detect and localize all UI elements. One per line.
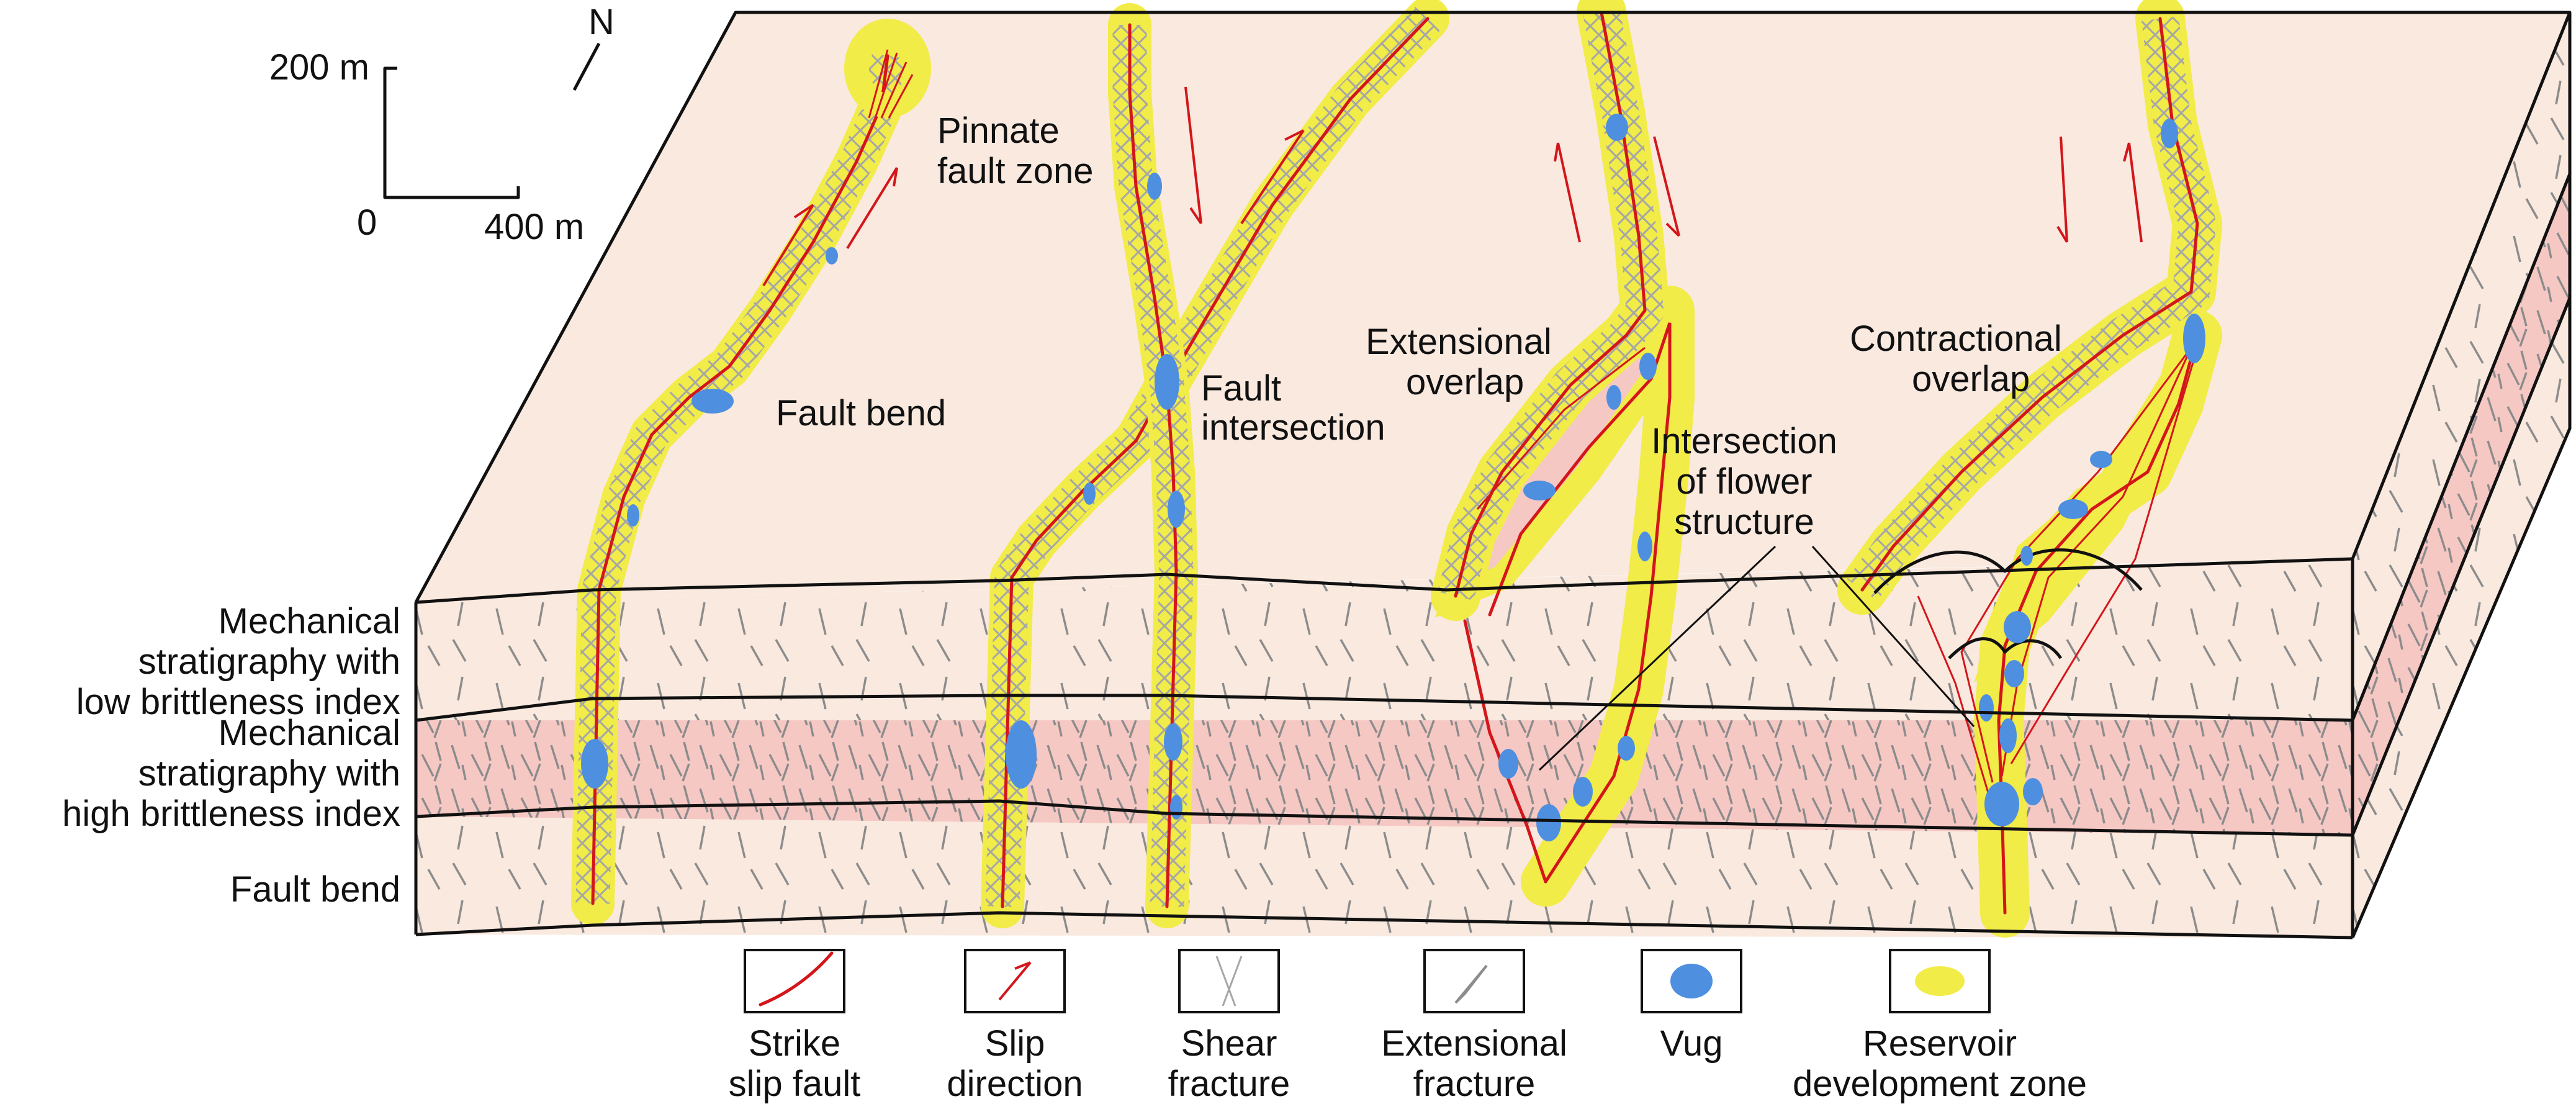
vug [691, 389, 734, 414]
legend-box-shear-fracture [1178, 949, 1280, 1013]
strike-slip-fault-icon [759, 951, 834, 1007]
scale-bar: 200 m 0 400 m N [269, 2, 615, 247]
right-face [2353, 12, 2570, 938]
layer-labels: Mechanical stratigraphy with low brittle… [62, 601, 400, 910]
high-brittleness-label-line2: stratigraphy with [138, 753, 400, 794]
high-brittleness-label-line3: high brittleness index [62, 794, 400, 834]
block-outlines [414, 11, 2572, 939]
legend: Strike slip fault Slip direction Shear f… [729, 949, 2087, 1104]
slip-arrows [762, 86, 2143, 287]
block-top-surface [416, 12, 2570, 602]
legend-label-3-line2: fracture [1413, 1064, 1536, 1104]
contractional-overlap-label-line1: Contractional [1850, 319, 2062, 359]
north-arrow-icon [572, 42, 601, 91]
annotations: Pinnate fault zone Fault bend Fault inte… [776, 111, 2062, 542]
legend-label-2-line2: fracture [1168, 1064, 1290, 1104]
extensional-overlap-zone [1431, 0, 1695, 907]
pinnate-label-line1: Pinnate [937, 111, 1060, 151]
extensional-overlap-label-line1: Extensional [1366, 322, 1552, 362]
scale-origin-label: 0 [357, 202, 377, 243]
north-label: N [588, 2, 615, 42]
slip-direction-icon [998, 961, 1032, 1001]
fault-bend-label: Fault bend [776, 393, 946, 433]
fault-intersection-zone [981, 0, 1449, 928]
scale-horizontal-label: 400 m [484, 207, 584, 247]
flower-label-line2: of flower [1676, 461, 1812, 502]
flower-label-line1: Intersection [1651, 421, 1837, 461]
flower-leaders [1538, 545, 1975, 771]
legend-label-5-line2: development zone [1793, 1064, 2087, 1104]
extensional-overlap-label-line2: overlap [1406, 362, 1524, 402]
low-brittleness-label-line2: stratigraphy with [138, 641, 400, 682]
low-brittleness-label-line1: Mechanical [218, 601, 400, 641]
fault-bend-zone [571, 19, 931, 925]
fault-intersection-label-line2: intersection [1201, 407, 1385, 448]
legend-label-1-line2: direction [947, 1064, 1083, 1104]
fault-intersection-label-line1: Fault [1201, 368, 1281, 409]
legend-label-0-line2: slip fault [729, 1064, 861, 1104]
extensional-fracture-icon [1454, 964, 1488, 1004]
vug-icon [1670, 964, 1713, 998]
legend-label-4-line1: Vug [1660, 1023, 1723, 1064]
front-face [416, 559, 2353, 938]
pinnate-label-line2: fault zone [937, 151, 1094, 191]
flower-label-line3: structure [1674, 502, 1814, 542]
legend-label-3-line1: Extensional [1381, 1023, 1567, 1064]
low-brittleness-label-line3: low brittleness index [76, 682, 400, 722]
high-brittleness-label-line1: Mechanical [218, 713, 400, 753]
legend-label-2-line1: Shear [1181, 1023, 1277, 1064]
reservoir-zone-icon [1915, 966, 1965, 996]
contractional-overlap-label-line2: overlap [1912, 359, 2030, 399]
scale-vertical-label: 200 m [269, 47, 369, 88]
contractional-overlap-zone [1837, 0, 2222, 938]
bottom-layer-label: Fault bend [230, 869, 400, 910]
legend-label-0-line1: Strike [749, 1023, 840, 1064]
shear-fracture-icon [1215, 956, 1243, 1007]
legend-label-1-line1: Slip [985, 1023, 1045, 1064]
legend-label-5-line1: Reservoir [1863, 1023, 2017, 1064]
legend-box-strike-slip-fault [744, 949, 845, 1013]
